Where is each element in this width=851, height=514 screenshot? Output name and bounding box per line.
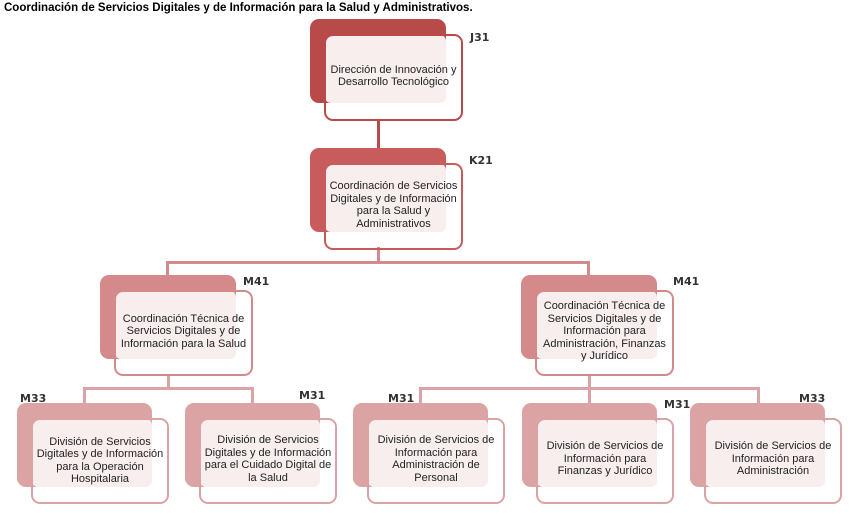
connector-m41-left-down (167, 374, 170, 389)
node-border (367, 418, 505, 504)
connector-to-m41-right (587, 261, 590, 276)
node-fill (200, 419, 320, 487)
connector-to-m33-hosp (83, 387, 86, 404)
node-label: Coordinación Técnica de Servicios Digita… (120, 312, 247, 350)
node-fill (705, 419, 825, 487)
node-fill (325, 35, 446, 103)
node-code-m41-left: M41 (243, 275, 270, 288)
node-code-m41-right: M41 (673, 275, 700, 288)
node-label: Coordinación Técnica de Servicios Digita… (543, 300, 666, 363)
connector-j31-k21 (377, 120, 380, 150)
node-fill (536, 291, 657, 359)
page-title: Coordinación de Servicios Digitales y de… (4, 2, 473, 14)
node-code-j31: J31 (470, 31, 490, 44)
connector-to-m31-finanzas (588, 387, 591, 404)
connector-k21-down (377, 247, 380, 262)
connector-m41-right-down (588, 374, 591, 389)
connector-left-horizontal (83, 387, 253, 390)
node-label: División de Servicios de Información par… (714, 440, 832, 478)
node-fill (368, 419, 488, 487)
node-border (536, 418, 674, 504)
connector-to-m33-admin (757, 387, 760, 404)
connector-to-m31-personal (419, 387, 422, 404)
node-border (324, 34, 463, 121)
node-code-m31-finanzas: M31 (664, 398, 691, 411)
node-fill (537, 419, 657, 487)
node-code-m31-personal: M31 (388, 392, 415, 405)
node-code-k21: K21 (469, 154, 493, 167)
node-label: División de Servicios Digitales y de Inf… (204, 434, 332, 484)
node-label: División de Servicios de Información par… (546, 440, 664, 478)
node-code-m31-cuidado: M31 (299, 389, 326, 402)
connector-to-m31-cuidado (251, 387, 254, 404)
node-fill (115, 291, 236, 359)
node-label: División de Servicios Digitales y de Inf… (36, 435, 164, 486)
node-label: Coordinación de Servicios Digitales y de… (329, 180, 458, 230)
node-code-m33-admin: M33 (799, 392, 826, 405)
node-border (704, 418, 842, 504)
node-border (114, 290, 253, 376)
node-label: Dirección de Innovación y Desarrollo Tec… (330, 63, 457, 89)
node-border (199, 418, 337, 504)
node-label: División de Servicios de Información par… (377, 434, 495, 484)
connector-to-m41-left (166, 261, 169, 276)
node-border (31, 418, 169, 504)
node-border (324, 163, 463, 250)
node-code-m33-hosp: M33 (20, 392, 47, 405)
node-border (535, 290, 674, 376)
connector-level3-horizontal (166, 261, 590, 264)
node-fill (325, 164, 446, 232)
node-fill (32, 419, 152, 487)
